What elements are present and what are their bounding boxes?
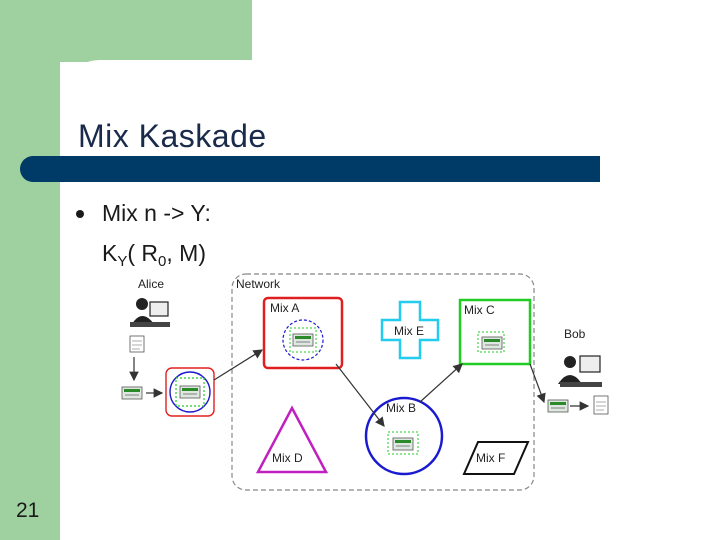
alice-label: Alice bbox=[138, 277, 164, 291]
page-number: 21 bbox=[16, 499, 40, 522]
formula-index-subscript: 0 bbox=[158, 253, 167, 270]
alice-message-icon bbox=[121, 386, 143, 400]
mix-cascade-diagram: Network Alice Mix A Mix E Mix C bbox=[121, 273, 609, 491]
formula-suffix: , M) bbox=[166, 240, 206, 266]
slide-title: Mix Kaskade bbox=[78, 118, 267, 154]
bullet-main-text: Mix n -> Y: bbox=[102, 200, 211, 226]
formula-mid: ( R bbox=[127, 240, 159, 266]
mix-e-node: Mix E bbox=[380, 300, 440, 360]
title-underline-bar bbox=[20, 156, 600, 182]
bob-message-icon bbox=[547, 399, 569, 413]
bullet-formula: KY( R0, M) bbox=[102, 240, 206, 270]
network-boundary bbox=[231, 273, 535, 491]
onion-message-icon bbox=[165, 367, 215, 417]
alice-computer-icon bbox=[130, 298, 170, 327]
alice-document-icon bbox=[129, 335, 145, 353]
mix-b-node: Mix B bbox=[364, 396, 444, 476]
mix-e-label: Mix E bbox=[394, 324, 424, 338]
mix-c-label: Mix C bbox=[464, 303, 495, 317]
bullet-dot-icon bbox=[76, 210, 84, 218]
network-label: Network bbox=[236, 277, 281, 291]
decor-green-left bbox=[0, 0, 60, 540]
mix-b-label: Mix B bbox=[386, 401, 416, 415]
content-card bbox=[60, 60, 720, 540]
mix-c-node: Mix C bbox=[458, 298, 532, 366]
mix-f-node: Mix F bbox=[462, 441, 530, 475]
formula-k: K bbox=[102, 240, 118, 266]
mix-a-node: Mix A bbox=[262, 296, 344, 370]
mix-d-node: Mix D bbox=[255, 405, 329, 474]
bob-document-icon bbox=[593, 395, 609, 415]
mix-d-label: Mix D bbox=[272, 451, 303, 465]
formula-key-subscript: Y bbox=[117, 253, 128, 270]
mix-f-label: Mix F bbox=[476, 451, 505, 465]
mix-a-label: Mix A bbox=[270, 301, 299, 315]
bob-computer-icon bbox=[558, 355, 602, 387]
bob-label: Bob bbox=[564, 327, 586, 341]
